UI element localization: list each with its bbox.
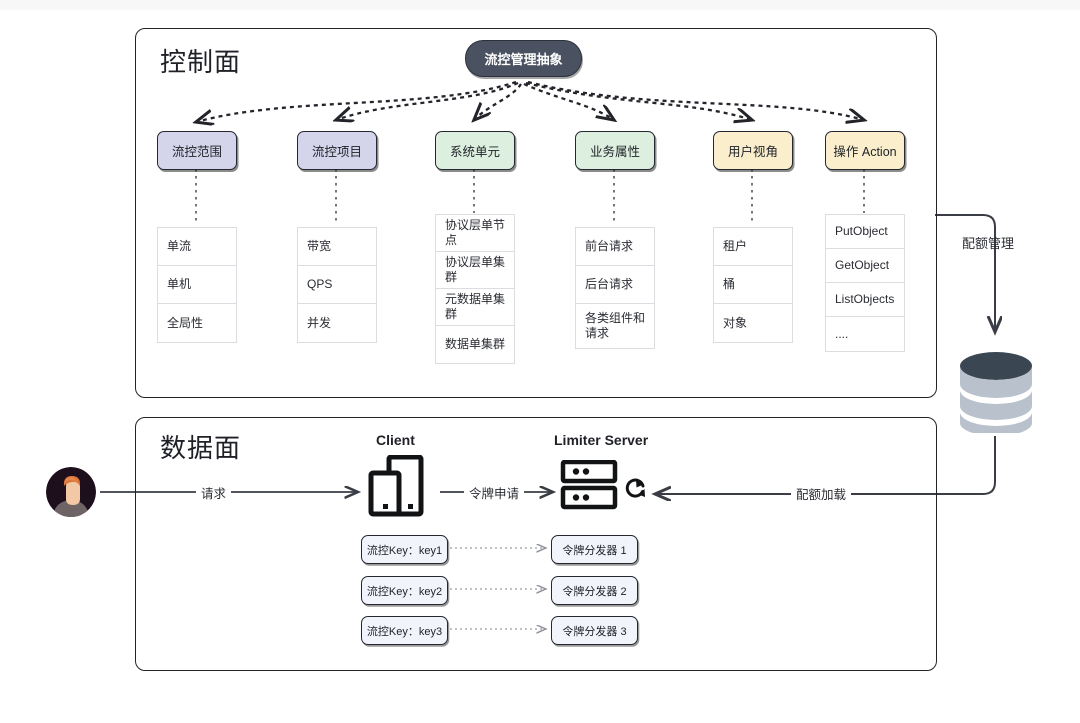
token-dispatcher-box-1[interactable]: 令牌分发器 1 <box>551 535 638 564</box>
list-item[interactable]: QPS <box>298 266 376 304</box>
list-item[interactable]: 并发 <box>307 315 332 330</box>
list-item[interactable]: 带宽 <box>298 228 376 266</box>
list-item[interactable]: 全局性 <box>167 315 204 330</box>
category-list-liukong-xiangmu: 带宽 QPS 并发 <box>297 227 377 343</box>
list-item[interactable]: 各类组件和请求 <box>585 311 646 340</box>
category-list-yonghu-shijiao: 租户 桶 对象 <box>713 227 793 343</box>
control-plane-title: 控制面 <box>160 47 242 77</box>
data-plane-frame <box>135 417 937 671</box>
list-item[interactable]: 单流 <box>158 228 236 266</box>
control-plane-frame <box>135 28 937 398</box>
token-dispatcher-box-2[interactable]: 令牌分发器 2 <box>551 576 638 605</box>
category-node-yonghu-shijiao[interactable]: 用户视角 <box>713 131 793 170</box>
token-dispatcher-box-3[interactable]: 令牌分发器 3 <box>551 616 638 645</box>
list-item[interactable]: 元数据单集群 <box>436 289 514 326</box>
list-item[interactable]: 桶 <box>714 266 792 304</box>
category-node-yewu-shuxing[interactable]: 业务属性 <box>575 131 655 170</box>
data-plane-title: 数据面 <box>160 433 242 463</box>
category-node-caozuo-action[interactable]: 操作 Action <box>825 131 905 170</box>
token-request-edge-label: 令牌申请 <box>464 483 525 502</box>
list-item[interactable]: 单机 <box>158 266 236 304</box>
top-background-band <box>0 0 1080 10</box>
category-list-liukong-fanwei: 单流 单机 全局性 <box>157 227 237 343</box>
list-item[interactable]: 租户 <box>714 228 792 266</box>
category-list-xitong-danyuan: 协议层单节点 协议层单集群 元数据单集群 数据单集群 <box>435 214 515 364</box>
user-avatar-icon <box>46 467 96 517</box>
mobile-devices-icon <box>365 454 433 517</box>
flow-key-box-2[interactable]: 流控Key：key2 <box>361 576 448 605</box>
list-item[interactable]: .... <box>835 326 849 341</box>
category-node-liukong-xiangmu[interactable]: 流控项目 <box>297 131 377 170</box>
list-item[interactable]: 对象 <box>723 315 748 330</box>
category-list-caozuo-action: PutObject GetObject ListObjects .... <box>825 214 905 352</box>
category-list-yewu-shuxing: 前台请求 后台请求 各类组件和请求 <box>575 227 655 349</box>
list-item[interactable]: 协议层单集群 <box>436 252 514 289</box>
list-item[interactable]: 前台请求 <box>576 228 654 266</box>
abstraction-node[interactable]: 流控管理抽象 <box>465 40 582 77</box>
quota-load-edge-label: 配额加载 <box>791 484 852 503</box>
list-item[interactable]: 数据单集群 <box>445 337 506 351</box>
list-item[interactable]: 协议层单节点 <box>436 215 514 252</box>
category-node-xitong-danyuan[interactable]: 系统单元 <box>435 131 515 170</box>
list-item[interactable]: PutObject <box>826 215 904 249</box>
quota-manage-label: 配额管理 <box>962 236 1015 251</box>
limiter-server-label: Limiter Server <box>554 432 649 448</box>
flow-key-box-1[interactable]: 流控Key：key1 <box>361 535 448 564</box>
server-rack-icon <box>560 459 618 510</box>
list-item[interactable]: ListObjects <box>826 283 904 317</box>
category-node-liukong-fanwei[interactable]: 流控范围 <box>157 131 237 170</box>
client-label: Client <box>376 432 415 448</box>
list-item[interactable]: 后台请求 <box>576 266 654 304</box>
database-cylinder-icon <box>958 350 1034 436</box>
refresh-sync-icon <box>625 478 647 500</box>
flow-key-box-3[interactable]: 流控Key：key3 <box>361 616 448 645</box>
request-edge-label: 请求 <box>196 483 232 502</box>
list-item[interactable]: GetObject <box>826 249 904 283</box>
